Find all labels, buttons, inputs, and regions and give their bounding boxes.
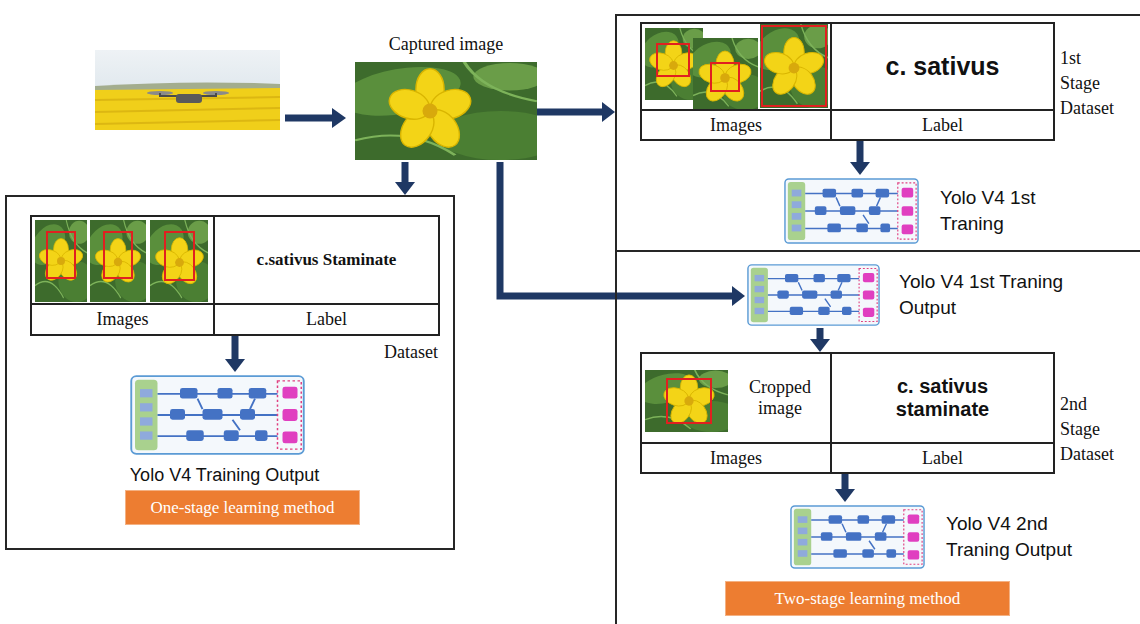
- flower: [647, 41, 699, 91]
- flower: [697, 51, 754, 105]
- column-header: Images: [32, 309, 213, 330]
- flow-arrow: [402, 162, 409, 182]
- table-cell: c. sativus staminate: [832, 354, 1053, 444]
- drone-body: [176, 94, 202, 103]
- leaf-ground: [749, 20, 838, 108]
- bounding-box: [104, 232, 132, 278]
- method-label: Two-stage learning method: [726, 589, 1009, 609]
- bounding-box: [711, 63, 739, 91]
- panel-caption: Dataset: [384, 340, 450, 365]
- stage-panel: 1st Stage Datasetc. sativusImagesLabelYo…: [615, 14, 1140, 252]
- method-badge: Two-stage learning method: [725, 581, 1010, 616]
- drone-photo: [95, 50, 280, 130]
- captured-photo: [326, 57, 564, 160]
- column-header: Label: [832, 115, 1053, 136]
- image-title: Captured image: [355, 34, 537, 55]
- flow-arrow: [232, 336, 239, 359]
- flow-arrow: [857, 141, 864, 162]
- arrow-shaft: [285, 115, 332, 122]
- flow-arrow: [285, 108, 346, 128]
- table-cell: Images: [642, 444, 832, 472]
- dataset-photos: [27, 216, 217, 302]
- table-cell: [642, 24, 832, 111]
- flower: [37, 239, 84, 284]
- column-header: Images: [642, 448, 830, 469]
- cropped-photo: [632, 367, 741, 432]
- rape-field: [95, 88, 280, 130]
- column-header: Label: [832, 448, 1053, 469]
- panel-caption: 1st Stage Dataset: [1060, 46, 1122, 122]
- method-label: One-stage learning method: [126, 498, 359, 518]
- network-label: Yolo V4 1st Traning: [940, 185, 1080, 236]
- table-cell: Label: [215, 305, 438, 334]
- drone-arm: [215, 93, 217, 97]
- table-cell: Cropped image: [642, 354, 832, 444]
- table-label: c.sativus Staminate: [219, 250, 434, 270]
- flow-arrow: [537, 109, 602, 116]
- bounding-box: [657, 44, 689, 76]
- bounding-box: [667, 379, 711, 423]
- bounding-box: [165, 232, 194, 280]
- leaf-ground: [141, 216, 217, 302]
- dataset-table: Cropped image c. sativus staminateImagesL…: [640, 352, 1055, 474]
- bounding-box: [47, 232, 75, 278]
- dataset-table: c. sativusImagesLabel: [640, 22, 1055, 141]
- table-label: c. sativus: [843, 52, 1043, 81]
- column-header: Label: [215, 309, 438, 330]
- stage-panel: 2nd Stage Dataset Yolo V4 1st Traning Out…: [615, 250, 1140, 624]
- flower: [385, 69, 474, 154]
- arrow-head: [332, 108, 346, 128]
- network-picture: [131, 376, 304, 454]
- table-cell: [32, 217, 215, 305]
- leaf-ground: [683, 35, 768, 110]
- network-label: Yolo V4 Training Output: [112, 465, 337, 486]
- network-block: Yolo V4 2nd Traning Output: [788, 502, 1106, 572]
- dataset-photos: [636, 20, 838, 110]
- table-cell: Images: [642, 111, 832, 139]
- table-label: c. sativus staminate: [863, 375, 1023, 421]
- leaf-ground: [27, 216, 95, 302]
- leaf-ground: [81, 216, 154, 302]
- flower: [762, 37, 827, 98]
- network-label: Yolo V4 2nd Traning Output: [946, 511, 1106, 562]
- panel-caption: 2nd Stage Dataset: [1060, 392, 1122, 468]
- flow-arrow: [817, 328, 824, 339]
- table-cell: c. sativus: [832, 24, 1053, 111]
- table-cell: c.sativus Staminate: [215, 217, 438, 305]
- leaf-ground: [632, 367, 741, 432]
- table-cell: Label: [832, 111, 1053, 139]
- network-block: Yolo V4 1st Traning: [782, 175, 1082, 247]
- network-block: Yolo V4 Training Output: [112, 372, 337, 488]
- sky: [95, 50, 280, 130]
- network-picture: [791, 506, 924, 568]
- table-cell: Label: [832, 444, 1053, 472]
- network-label: Yolo V4 1st Traning Output: [899, 269, 1087, 320]
- stage-panel: Dataset c.sativus StaminateImagesLabelYol…: [5, 195, 455, 550]
- drone-arm: [159, 93, 161, 97]
- flower: [661, 375, 716, 427]
- leaf-ground: [326, 57, 564, 160]
- network-block: Yolo V4 1st Traning Output: [745, 262, 1090, 328]
- method-badge: One-stage learning method: [125, 490, 360, 525]
- bounding-box: [762, 26, 826, 106]
- flow-arrow: [842, 474, 849, 489]
- dataset-table: c.sativus StaminateImagesLabel: [30, 215, 440, 336]
- network-picture: [785, 179, 918, 243]
- table-cell: Images: [32, 305, 215, 334]
- image-caption: Cropped image: [732, 377, 828, 419]
- captured-image: Captured image: [355, 34, 537, 162]
- column-header: Images: [642, 115, 830, 136]
- network-picture: [748, 265, 879, 325]
